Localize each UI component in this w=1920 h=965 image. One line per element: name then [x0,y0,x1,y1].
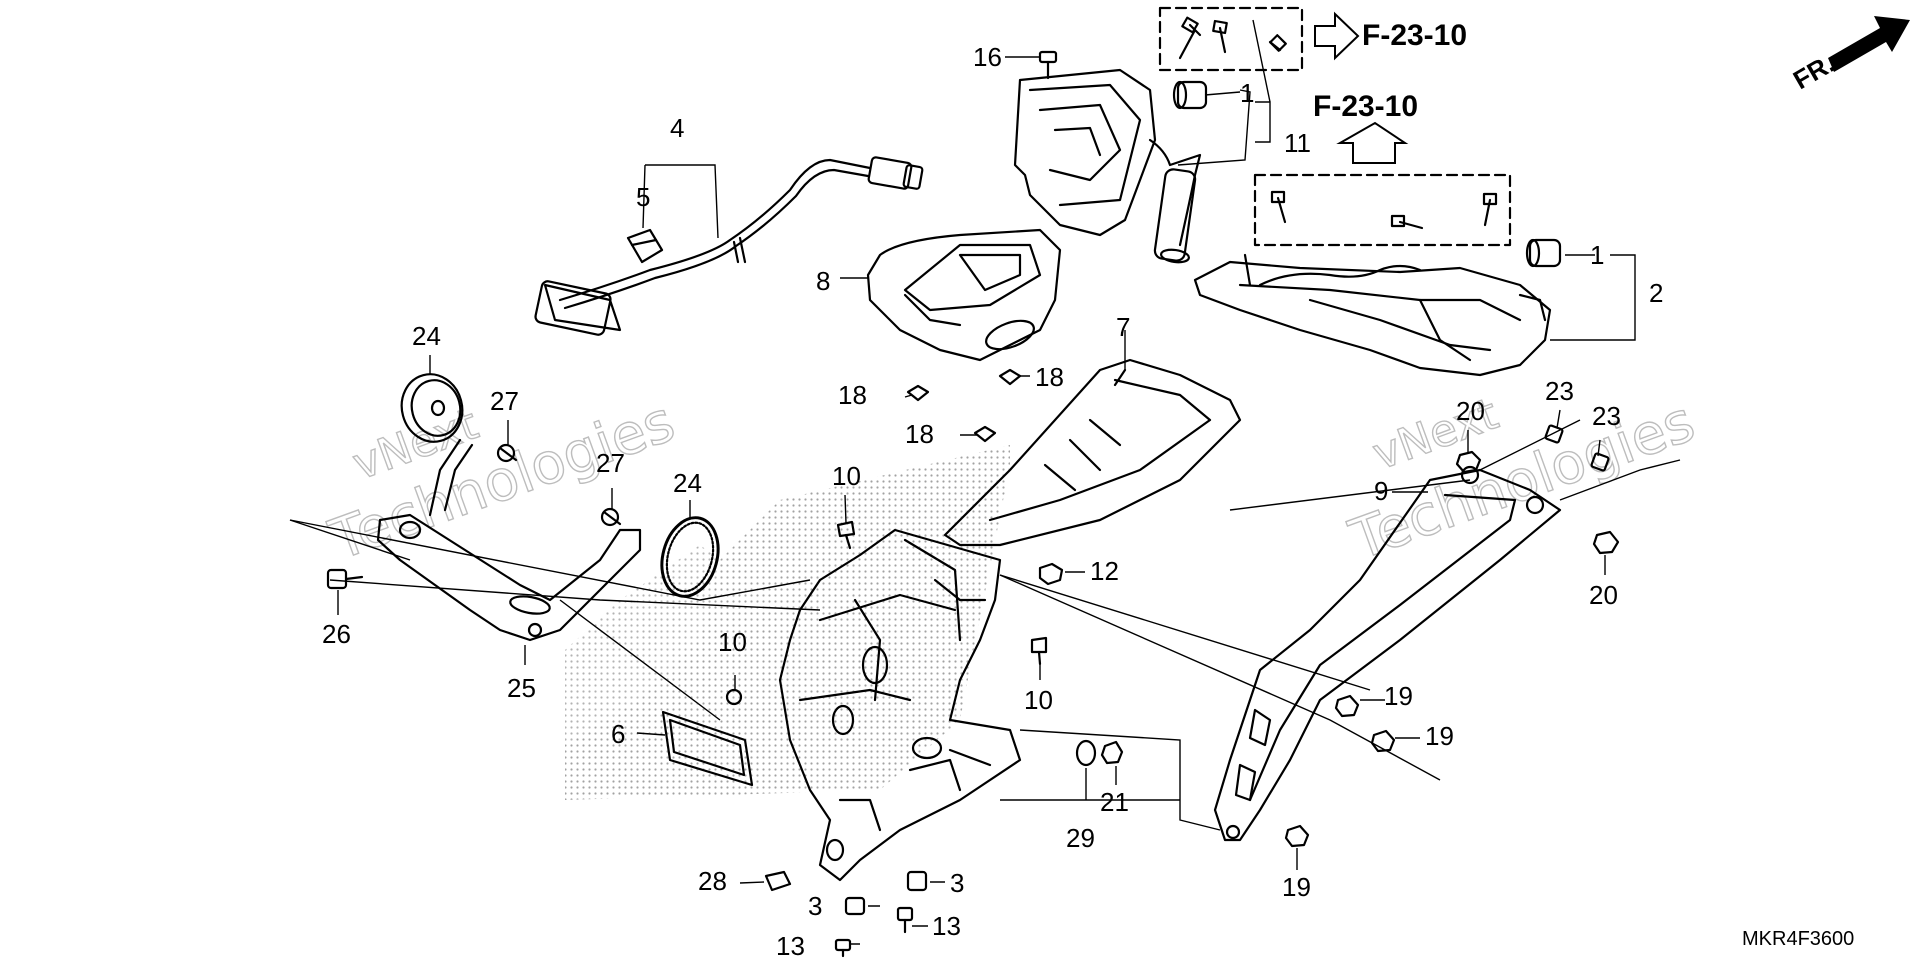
bulb-socket-part-1-right [1525,238,1562,268]
part-label: 1 [1240,78,1254,108]
bolt-part-23b [1590,452,1610,472]
reference-label-middle: F-23-10 [1313,90,1418,123]
part-label: 16 [973,42,1002,72]
part-label: 24 [673,468,702,498]
part-label: 9 [1374,476,1388,506]
part-label: 28 [698,866,727,896]
part-label: 24 [412,321,441,351]
nut-part-21 [1100,740,1124,765]
part-label: 23 [1592,401,1621,431]
reference-label-top: F-23-10 [1362,19,1467,52]
bolt-part-26 [326,568,364,590]
part-label: 6 [611,719,625,749]
wire-harness-part-4 [534,156,924,336]
part-label: 4 [670,113,684,143]
part-label: 10 [832,461,861,491]
part-number-labels: 1 1 2 3 3 4 5 6 7 8 9 10 10 10 11 12 13 … [322,42,1663,961]
license-light-bracket-part-25 [376,438,642,642]
clip-part-18c [973,425,997,443]
nut-part-19c [1284,824,1310,848]
part-label: 25 [507,673,536,703]
part-label: 5 [636,182,650,212]
dotted-shading-area [565,445,1010,800]
side-plate-part-9 [1213,465,1562,842]
bushing-part-3b [844,896,866,916]
part-label: 19 [1282,872,1311,902]
part-label: 19 [1384,681,1413,711]
rear-cowl-part-8 [866,228,1062,362]
part-label: 12 [1090,556,1119,586]
part-label: 18 [905,419,934,449]
bolt-part-13a [896,906,914,934]
part-label: 23 [1545,376,1574,406]
clip-part-5 [626,228,664,264]
part-label: 11 [1284,128,1311,158]
rubber-part-28 [764,870,792,892]
bolt-part-23a [1544,424,1564,444]
part-label: 3 [950,868,964,898]
bolt-part-10b [725,688,743,706]
ref-arrow-right-icon [1314,11,1360,61]
part-label: 26 [322,619,351,649]
part-label: 2 [1649,278,1663,308]
part-label: 10 [718,627,747,657]
part-label: 27 [596,448,625,478]
watermark: vNext Technologies vNext Technologies [321,388,1704,574]
part-label: 10 [1024,685,1053,715]
part-label: 7 [1116,312,1130,342]
part-label: 19 [1425,721,1454,751]
bushing-part-3a [906,870,928,892]
nut-part-20b [1592,530,1620,555]
part-label: 18 [1035,362,1064,392]
part-label: 29 [1066,823,1095,853]
grommet-part-24-top [400,373,464,443]
part-label: 13 [776,931,805,960]
part-label: 1 [1590,240,1604,270]
part-label: 21 [1100,787,1129,817]
bolt-part-13b [834,938,852,958]
bolt-part-16 [1038,50,1058,80]
part-label: 3 [808,891,822,921]
screw-set-box-top [1158,6,1304,72]
inner-fender-part-7 [943,358,1242,547]
reference-arrows [1314,11,1409,164]
front-arrow-icon [1828,16,1910,72]
part-label: 20 [1456,396,1485,426]
clamp-part-27a [496,443,518,463]
taillight-part-2 [1193,253,1552,377]
washer-part-29 [1075,739,1097,767]
bolt-part-10c [1030,636,1048,666]
leader-lines [289,19,1681,945]
nut-part-19b [1370,729,1396,753]
part-label: 8 [816,266,830,296]
clip-part-18a [906,384,930,402]
part-label: 20 [1589,580,1618,610]
rear-fender-bracket [778,528,1022,882]
nut-part-12 [1038,562,1064,586]
nut-part-19a [1334,694,1360,718]
front-label: FR. [1788,48,1839,95]
taillight-subassembly-part-11 [1013,68,1202,264]
diagram-code: MKR4F3600 [1742,928,1854,950]
part-label: 27 [490,386,519,416]
bolt-part-10a [836,520,856,550]
ref-arrow-up-icon [1336,121,1409,164]
bulb-socket-part-1-top [1172,80,1208,110]
part-label: 13 [932,911,961,941]
watermark-technologies-right: Technologies [1342,389,1703,573]
clamp-part-27b [600,507,622,527]
part-label: 18 [838,380,867,410]
clip-part-18b [998,368,1022,386]
screw-set-box-right [1253,173,1512,247]
front-direction-indicator: FR. [1788,16,1910,95]
nut-part-20a [1455,450,1482,474]
reflector-part-6 [661,710,754,787]
